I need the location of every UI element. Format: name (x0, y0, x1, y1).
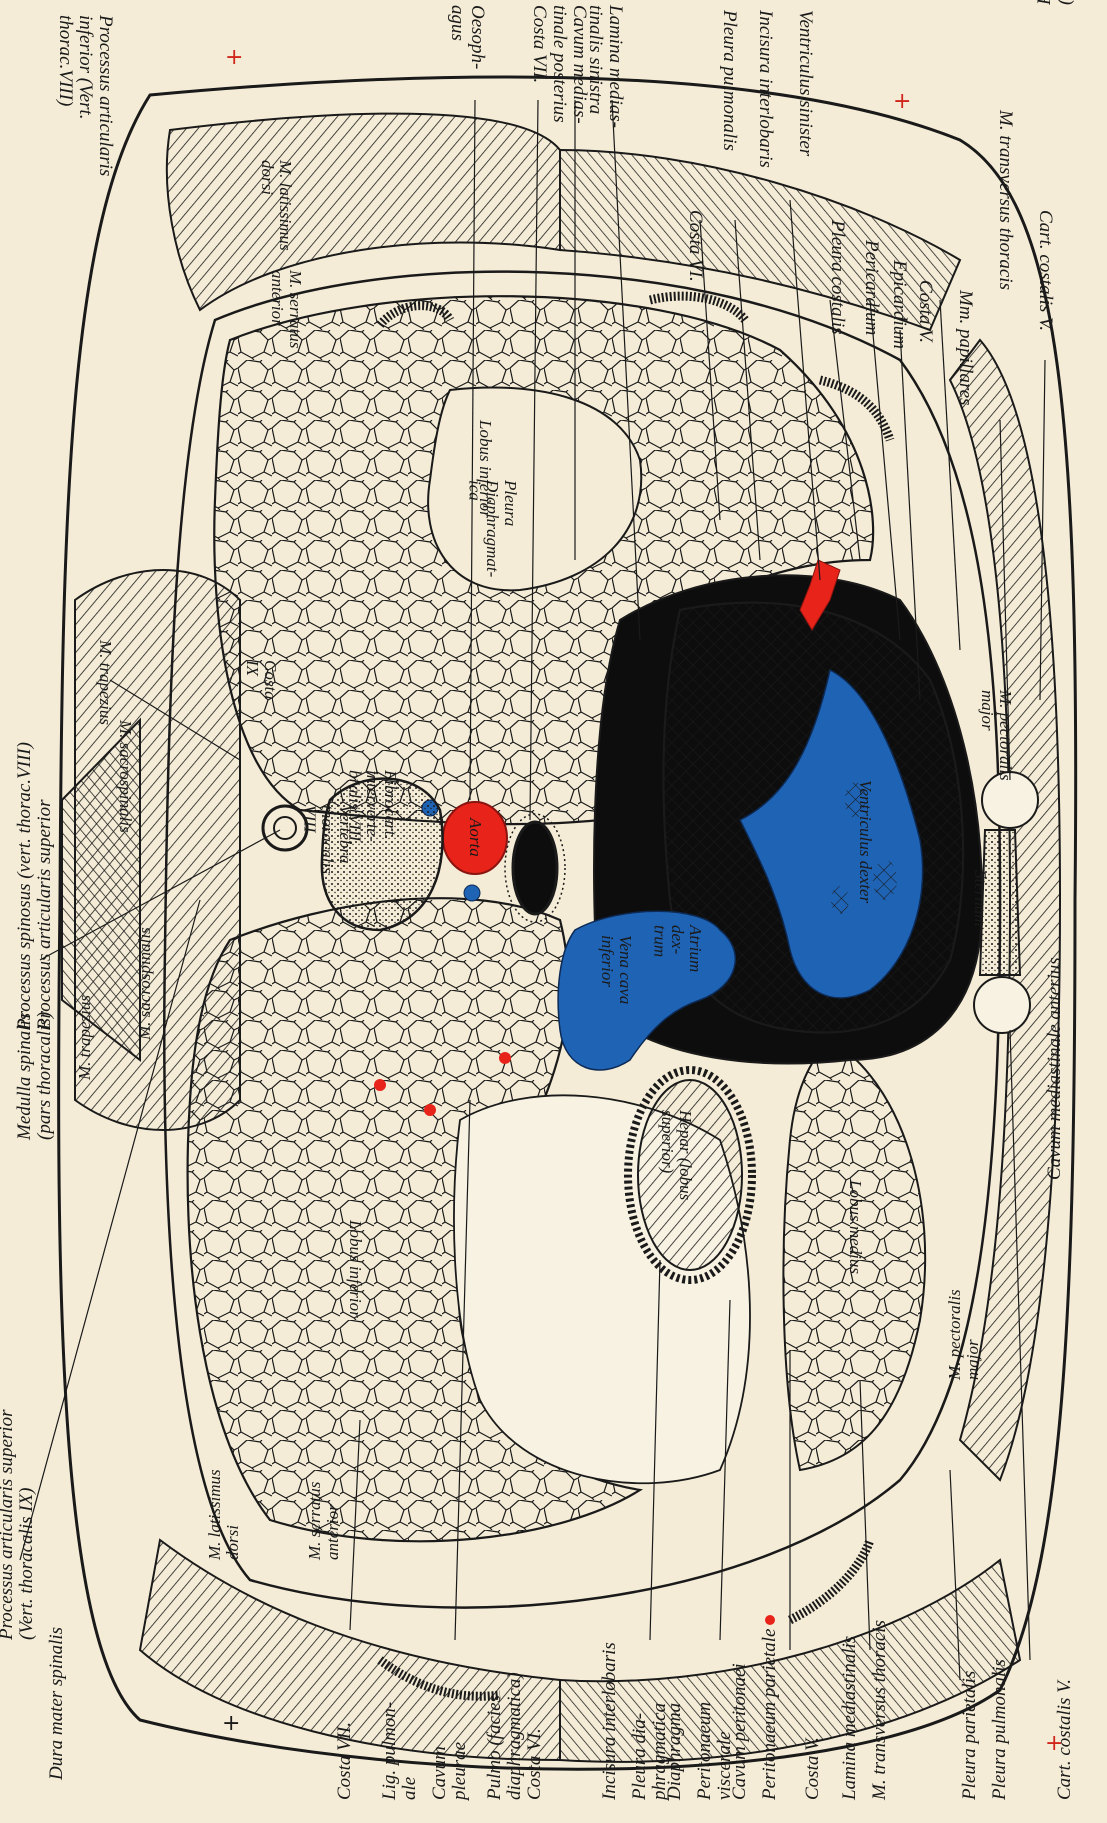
label-bottom-0: Costa VII. (334, 1722, 355, 1800)
label-bottom-12: M. transversus thoracis (869, 1620, 890, 1801)
label-lobus-medius: Lobus medius (846, 1179, 865, 1274)
label-fibrocart: Fibrocart.interverte-bralis VIII. (345, 769, 400, 846)
label-m-pectoralis-top: M. pectoralismajor (978, 689, 1015, 781)
label-bottom-13: Pleura parietalis (959, 1671, 980, 1801)
label-left-0: Processus articularis superior(Vert. tho… (1034, 0, 1075, 6)
label-m-sacrospinalis: M. sacrospinalis (116, 719, 135, 833)
label-m-trapezius: M. trapezius (96, 639, 115, 725)
label-bottom-11: Lamina mediastinalis (839, 1636, 860, 1801)
label-bottom-2: Cavumpleurae (429, 1742, 470, 1802)
label-top-12: Costa V. (915, 280, 936, 343)
pulmonary-artery-2 (424, 1104, 436, 1116)
rib-5 (790, 1540, 870, 1620)
label-top-15: Cart. costalis V. (1035, 210, 1056, 331)
label-top-13: Mm. papillares (955, 289, 976, 405)
label-bottom-14: Pleura pulmonalis (989, 1659, 1010, 1801)
registration-mark-4: + (1045, 1731, 1063, 1756)
registration-mark-3: + (225, 45, 243, 70)
registration-mark-2: + (893, 89, 911, 114)
label-aorta: Aorta (466, 817, 485, 857)
label-top-2: Costa VII. (529, 5, 550, 83)
label-m-trapezius-2: M. trapezius (75, 995, 94, 1081)
label-bottom-4: Incisura interlobaris (599, 1642, 620, 1801)
pulmonary-artery-5 (765, 1615, 775, 1625)
label-left-4: Processus articularis superior(Vert. tho… (0, 1409, 37, 1641)
label-top-11: Epicardium (889, 259, 910, 349)
label-top-4: Lamina medias-tinalis sinistra (585, 4, 626, 128)
label-m-pectoralis-bottom: M. pectoralismajor (945, 1289, 982, 1381)
label-top-7: Incisura interlobaris (755, 9, 776, 168)
label-bottom-8: Cavum peritonaei (729, 1663, 750, 1800)
label-top-0: Processus articularisinferior (Vert.thor… (55, 14, 116, 176)
label-top-10: Pericardium (861, 239, 882, 335)
label-left-1: Processus spinosus (vert. thorac.VIII)Pr… (14, 742, 55, 1031)
label-sternum: Sternum (971, 870, 990, 927)
papillary-hole-3 (831, 886, 849, 914)
label-top-8: Ventriculus sinister (795, 10, 816, 157)
label-top-14: M. transversus thoracis (995, 109, 1016, 290)
vena-hemiazygos (464, 885, 480, 901)
label-lobus-inferior-bottom: Lobus inferior (346, 1219, 365, 1318)
label-top-3: Cavum medias-tinale posterius (549, 5, 590, 124)
label-top-1: Oesoph-agus (447, 5, 488, 69)
label-m-sacrospinalis-2: M. sacrospinalis (135, 927, 154, 1041)
label-bottom-9: Peritonaeum parietale (759, 1629, 780, 1802)
label-left-2: Dura mater spinalis (46, 1627, 67, 1781)
registration-mark-1: + (222, 1711, 240, 1736)
label-bottom-6: Diaphragma (664, 1703, 685, 1801)
label-m-latissimus-bottom: M. latissimusdorsi (205, 1469, 242, 1561)
label-left-3: Medulla spinalis(pars thoracalis) (14, 1012, 55, 1141)
label-top-5: Costa VI. (685, 210, 706, 282)
pulmonary-artery-1 (374, 1079, 386, 1091)
papillary-hole-2 (873, 860, 897, 900)
sternum-lower (974, 977, 1030, 1033)
pulmonary-artery-3 (499, 1052, 511, 1064)
label-bottom-10: Costa V. (802, 1737, 823, 1800)
label-top-9: Pleura costalis (827, 219, 848, 335)
label-right-0: Cavum mediastinale anterius (1044, 957, 1065, 1180)
label-top-6: Pleura pulmonalis (719, 9, 740, 151)
oesophagus (513, 822, 557, 914)
label-ventriculus-dexter: Ventriculus dexter (856, 780, 875, 904)
